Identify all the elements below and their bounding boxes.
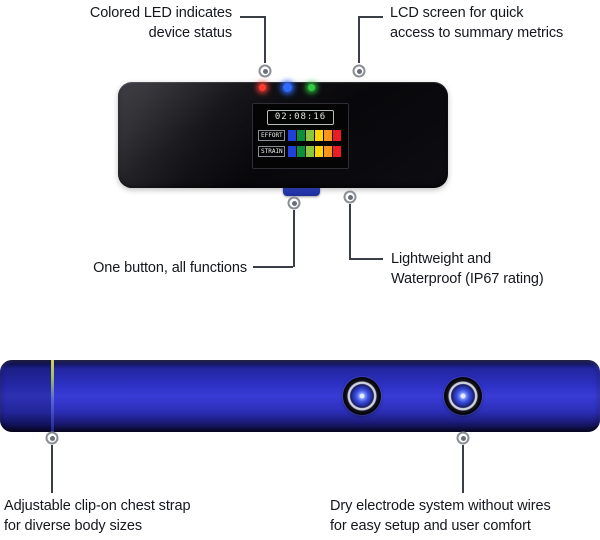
lcd-bar-segment [315, 130, 323, 141]
red-status-led-icon [259, 84, 266, 91]
callout-button-line-v [293, 210, 295, 267]
callout-waterproof-line-h [350, 258, 383, 260]
callout-electrodes-text: Dry electrode system without wires for e… [330, 498, 551, 534]
lcd-screen: 02:08:16 EFFORT STRAIN [252, 103, 349, 169]
lcd-row-label: EFFORT [258, 130, 285, 141]
callout-button-marker [287, 196, 301, 210]
lcd-time-display: 02:08:16 [266, 110, 335, 125]
chest-strap [0, 360, 600, 432]
lcd-bar-segment [288, 130, 296, 141]
lcd-bar-segment [297, 146, 305, 157]
lcd-bar-segment [333, 146, 341, 157]
lcd-row-strain: STRAIN [258, 146, 343, 157]
callout-electrodes-marker [456, 431, 470, 445]
lcd-row-label: STRAIN [258, 146, 285, 157]
callout-led-marker [258, 64, 272, 78]
callout-strap-text: Adjustable clip-on chest strap for diver… [4, 498, 191, 534]
callout-led-line-v [264, 16, 266, 63]
callout-lcd-marker [352, 64, 366, 78]
green-status-led-icon [308, 84, 315, 91]
lcd-bar-segment [315, 146, 323, 157]
callout-button-text: One button, all functions [93, 260, 247, 276]
lcd-bar-segment [297, 130, 305, 141]
strap-clip-overlap [0, 360, 51, 432]
callout-lcd-line-v [358, 16, 360, 63]
lcd-bar [288, 130, 341, 141]
callout-strap-line-v [51, 445, 53, 493]
callout-waterproof-line-v [349, 204, 351, 260]
lcd-bar-segment [324, 146, 332, 157]
lcd-bar-segment [324, 130, 332, 141]
callout-electrodes-line-v [462, 445, 464, 493]
callout-strap-marker [45, 431, 59, 445]
lcd-bar-segment [306, 146, 314, 157]
callout-lcd-text: LCD screen for quick access to summary m… [390, 5, 564, 41]
blue-status-led-icon [283, 83, 292, 92]
callout-button-line-h [253, 266, 293, 268]
lcd-bar-segment [306, 130, 314, 141]
strap-seam [51, 360, 54, 432]
lcd-row-effort: EFFORT [258, 130, 343, 141]
callout-lcd-line-h [359, 16, 383, 18]
callout-led-line-h [240, 16, 265, 18]
callout-waterproof-text: Lightweight and Waterproof (IP67 rating) [391, 251, 544, 287]
device-body: 02:08:16 EFFORT STRAIN [118, 82, 448, 188]
callout-waterproof-marker [343, 190, 357, 204]
callout-led-text: Colored LED indicates device status [89, 5, 232, 41]
electrode-right [444, 377, 482, 415]
electrode-left [343, 377, 381, 415]
lcd-bar-segment [333, 130, 341, 141]
lcd-bar-segment [288, 146, 296, 157]
lcd-bar [288, 146, 341, 157]
